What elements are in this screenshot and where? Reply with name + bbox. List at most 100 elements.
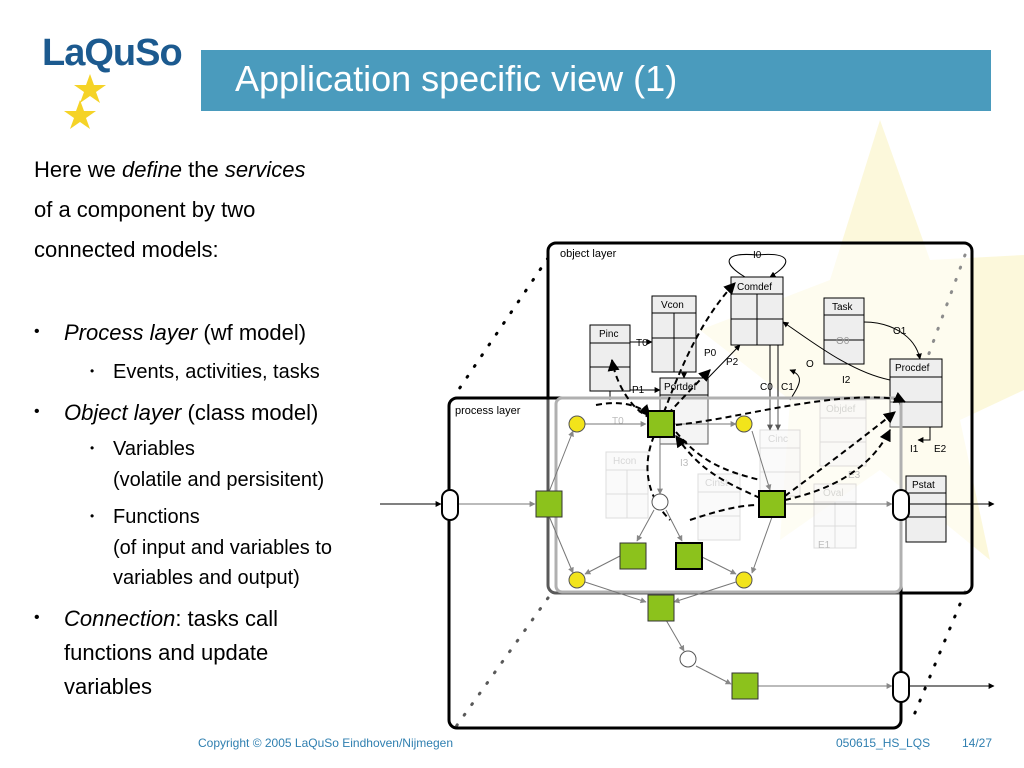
bullet-dot: • bbox=[34, 323, 40, 340]
intro-line-1: Here we define the services bbox=[34, 150, 414, 190]
choice-node bbox=[679, 650, 697, 668]
class-pinc: Pinc bbox=[589, 324, 631, 392]
port-input bbox=[441, 489, 459, 521]
task-node bbox=[675, 542, 703, 570]
sub-bullet-variables-detail: (volatile and persisitent) bbox=[113, 469, 325, 491]
edge-label-i0: I0 bbox=[753, 250, 762, 261]
io-ports bbox=[441, 489, 910, 703]
bullet-dot: • bbox=[34, 403, 40, 420]
intro-text-2: the bbox=[182, 157, 225, 182]
edge-label-p1: P1 bbox=[632, 385, 645, 396]
edge-label-t0-gray: T0 bbox=[612, 416, 624, 427]
bullet-term: Object layer bbox=[64, 400, 182, 425]
port-output-upper bbox=[892, 489, 910, 521]
task-node bbox=[647, 594, 675, 622]
class-objdef-name: Objdef bbox=[826, 404, 856, 415]
task-node bbox=[535, 490, 563, 518]
class-objdef: Objdef bbox=[819, 399, 867, 467]
bullet-rest: (wf model) bbox=[197, 320, 307, 345]
class-pstat: Pstat bbox=[905, 475, 947, 543]
class-cinc-name: Cinc bbox=[768, 434, 788, 445]
logo-stars-icon bbox=[64, 74, 106, 129]
bullet-object-layer: Object layer (class model) bbox=[64, 400, 318, 426]
class-oval: Oval bbox=[813, 483, 857, 549]
port-output-lower bbox=[892, 671, 910, 703]
body-text: Here we define the services of a compone… bbox=[34, 150, 414, 270]
event-node bbox=[568, 571, 586, 589]
sub-bullet-functions-detail-2: variables and output) bbox=[113, 567, 300, 589]
object-layer-label: object layer bbox=[560, 248, 617, 260]
class-comdef-name: Comdef bbox=[737, 282, 772, 293]
edge-label-c1: C1 bbox=[781, 382, 794, 393]
intro-services: services bbox=[224, 157, 306, 182]
bullet-connection-cont-2: variables bbox=[64, 674, 153, 699]
sub-bullet-events: Events, activities, tasks bbox=[113, 361, 320, 383]
footer-code: 050615_HS_LQS bbox=[836, 736, 931, 750]
edge-label-t0: T0 bbox=[636, 338, 648, 349]
task-node bbox=[758, 490, 786, 518]
bullet-connection: Connection: tasks call bbox=[64, 606, 278, 632]
edge-label-p0: P0 bbox=[704, 348, 717, 359]
edge-label-i2: I2 bbox=[842, 375, 851, 386]
logo-text: LaQuSo bbox=[42, 32, 183, 74]
title-bar: Application specific view (1) bbox=[201, 50, 991, 111]
intro-define: define bbox=[122, 157, 182, 182]
footer-page-number: 14/27 bbox=[962, 736, 993, 750]
class-comdef: Comdef bbox=[730, 276, 784, 346]
class-vcon: Vcon bbox=[651, 295, 697, 373]
event-node bbox=[735, 415, 753, 433]
edge-label-o1: O1 bbox=[893, 326, 907, 337]
intro-text-1: Here we bbox=[34, 157, 123, 182]
task-node bbox=[647, 410, 675, 438]
sub-bullet-functions: Functions bbox=[113, 506, 200, 528]
process-flow-arcs bbox=[380, 421, 995, 689]
edge-label-e2: E2 bbox=[934, 444, 947, 455]
slide-title: Application specific view (1) bbox=[235, 58, 678, 99]
task-node bbox=[731, 672, 759, 700]
bullet-rest: : tasks call bbox=[175, 606, 279, 631]
bullet-rest: (class model) bbox=[181, 400, 319, 425]
event-node bbox=[735, 571, 753, 589]
bullet-process-layer: Process layer (wf model) bbox=[64, 320, 306, 346]
events bbox=[568, 415, 753, 668]
tasks bbox=[535, 410, 786, 700]
class-pinc-name: Pinc bbox=[599, 329, 618, 340]
class-procdef-name: Procdef bbox=[895, 363, 930, 374]
class-oval-name: Oval bbox=[823, 488, 844, 499]
edge-label-e3: E3 bbox=[848, 470, 861, 481]
bullet-term: Connection bbox=[64, 606, 176, 631]
laquso-logo: LaQuSo bbox=[40, 32, 190, 132]
sub-bullet-dot: • bbox=[90, 364, 95, 378]
object-association-labels: I0 T0 P0 P2 O O1 O0 P1 C0 C1 I2 I1 E2 E3… bbox=[612, 250, 947, 551]
intro-line-2: of a component by two bbox=[34, 197, 256, 222]
edge-label-o0: O0 bbox=[836, 336, 850, 347]
class-hcon-name: Hcon bbox=[613, 456, 636, 467]
sub-bullet-dot: • bbox=[90, 441, 95, 455]
edge-label-e1: E1 bbox=[818, 540, 831, 551]
class-hcon: Hcon bbox=[605, 451, 649, 519]
class-task-name: Task bbox=[832, 302, 854, 313]
event-node bbox=[568, 415, 586, 433]
sub-bullet-dot: • bbox=[90, 509, 95, 523]
dashed-connections bbox=[595, 282, 907, 521]
bullet-connection-cont-1: functions and update bbox=[64, 640, 269, 665]
class-portdef-name: Portdef bbox=[664, 382, 696, 393]
bullet-dot: • bbox=[34, 609, 40, 626]
footer-copyright: Copyright © 2005 LaQuSo Eindhoven/Nijmeg… bbox=[198, 736, 453, 750]
class-vcon-name: Vcon bbox=[661, 300, 684, 311]
edge-label-i1: I1 bbox=[910, 444, 919, 455]
edge-label-o: O bbox=[806, 359, 814, 370]
choice-node bbox=[651, 493, 669, 511]
object-associations bbox=[609, 253, 931, 443]
class-cinst-name: Cinst bbox=[705, 478, 728, 489]
intro-line-3: connected models: bbox=[34, 237, 219, 262]
task-node bbox=[619, 542, 647, 570]
edge-label-p2: P2 bbox=[726, 357, 739, 368]
sub-bullet-functions-detail-1: (of input and variables to bbox=[113, 537, 333, 559]
edge-label-i3: I3 bbox=[680, 458, 689, 469]
class-pstat-name: Pstat bbox=[912, 480, 935, 491]
sub-bullet-variables: Variables bbox=[113, 438, 195, 460]
process-layer-label: process layer bbox=[455, 405, 521, 417]
class-task: Task bbox=[823, 297, 865, 365]
